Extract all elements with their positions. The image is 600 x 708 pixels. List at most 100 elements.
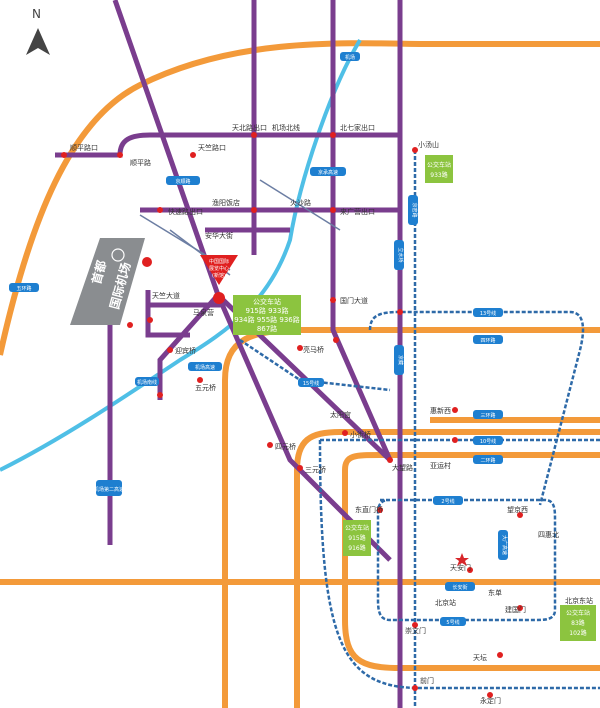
badge-jiche-di2: 机场第二高速 — [94, 486, 124, 493]
line-13 — [368, 310, 585, 506]
label-maquanying: 马泉营 — [193, 308, 214, 317]
badge-jing-shun: 京顺路 — [175, 178, 190, 185]
bus3-line2: 916路 — [348, 544, 365, 552]
badge-jing-zang: 京藏 — [397, 355, 404, 365]
label-yongdingmen: 永定门 — [480, 696, 501, 705]
badge-airport-right: 机场 — [345, 54, 355, 61]
airport-terminal-dot — [142, 257, 152, 267]
vertical-expressway-mid — [330, 0, 393, 462]
north-letter: N — [32, 7, 41, 21]
river — [0, 38, 362, 472]
label-jianguomen: 建国门 — [505, 605, 526, 614]
label-jichangbei: 机场北线 — [272, 123, 300, 132]
label-qianmen: 前门 — [420, 676, 434, 685]
jichang-north-line — [55, 132, 400, 158]
bus3-title: 公交车站 — [345, 524, 369, 532]
center-line3: (新馆) — [212, 272, 226, 279]
center-line1: 中国国际 — [209, 258, 229, 265]
label-dongzhimen: 东直门桥 — [355, 505, 383, 514]
badge-line10: 10号线 — [480, 438, 496, 445]
label-guowei: 国门大道 — [340, 296, 368, 305]
badge-jichang-gaosu: 机场高速 — [195, 364, 215, 371]
label-shunping: 顺平路口 — [70, 143, 98, 152]
label-xiaotang: 小汤山 — [418, 140, 439, 149]
label-taiyang: 太阳宫 — [330, 410, 351, 419]
connector-2 — [145, 290, 190, 338]
badge-da-guang: 大广高速 — [501, 535, 508, 555]
label-yayuncun: 亚运村 — [430, 461, 451, 470]
place-labels: 顺平路口 顺平路 天北路出口 机场北线 北七家出口 天竺路口 小汤山 快速路出口… — [70, 123, 593, 705]
badge-jichang-nanxian: 机场南线 — [137, 379, 157, 386]
airport-line1: 首都 — [88, 259, 109, 286]
bus3-line1: 915路 — [348, 534, 365, 542]
label-wuyuan: 五元桥 — [195, 383, 216, 392]
label-siyuan: 四元桥 — [275, 442, 296, 451]
tiananmen-star-icon — [455, 553, 469, 566]
road-diag-2 — [259, 179, 341, 231]
label-sihuibei: 四惠北 — [538, 530, 559, 539]
bus-box-3: 公交车站 915路 916路 — [343, 520, 371, 556]
label-tiantan: 天坛 — [473, 653, 487, 662]
label-tiananmen: 天安门 — [450, 563, 471, 572]
label-beijingzhan: 北京站 — [435, 598, 456, 607]
label-anhua: 安华大街 — [205, 231, 233, 240]
bus2-line1: 933路 — [430, 171, 447, 179]
north-arrow: N — [26, 7, 50, 55]
badge-line2: 2号线 — [441, 498, 454, 505]
badge-wu-huan: 五环路 — [16, 285, 31, 292]
label-tianzhu: 天竺路口 — [198, 143, 226, 152]
label-wangjing: 望京西 — [507, 505, 528, 514]
bus1-line2: 934路 955路 936路 — [234, 315, 300, 324]
label-liangma: 亮马桥 — [303, 345, 324, 354]
label-tianxiang: 天竺大道 — [152, 291, 180, 300]
bus-box-2: 公交车站 933路 — [425, 155, 453, 183]
badge-li-shui: 立水桥 — [397, 247, 404, 262]
label-sanyuan: 三元桥 — [305, 465, 326, 474]
label-shunping2: 顺平路 — [130, 158, 151, 167]
badge-er-huan: 二环路 — [480, 457, 495, 464]
label-beiqi: 北七家出口 — [340, 123, 375, 132]
label-kuaisu: 快速路出口 — [168, 207, 203, 216]
badge-jing-cheng: 京承高速 — [318, 169, 338, 176]
bus1-title: 公交车站 — [253, 297, 281, 306]
bus4-line1: 83路 — [571, 619, 585, 627]
airport-shape — [70, 238, 145, 325]
ring-road-left — [222, 327, 600, 708]
badge-line5: 5号线 — [446, 619, 459, 626]
label-beijingdong: 北京东站 — [565, 596, 593, 605]
line-big-ring — [318, 439, 600, 690]
label-dongdan: 东单 — [488, 588, 502, 597]
badge-line1: 长安街 — [452, 584, 467, 591]
badge-san-huan: 三环路 — [480, 412, 495, 419]
label-chongwenmen: 崇文门 — [405, 626, 426, 635]
bus4-line2: 102路 — [569, 629, 586, 637]
center-pin — [200, 255, 238, 285]
center-line2: 展览中心 — [209, 265, 229, 272]
label-huixin: 惠新西 — [430, 406, 451, 415]
airport-block: 首都 国际机场 — [70, 238, 152, 325]
label-xiaojie: 小街桥 — [350, 430, 371, 439]
airport-plane-icon — [111, 248, 125, 262]
north-arrow-icon — [26, 28, 50, 55]
label-dawang: 大望路 — [392, 463, 413, 472]
route-badges: 机场 京承高速 京顺路 五环路 机场高速 机场南线 15号线 13号线 四环路 … — [9, 52, 508, 626]
bus4-title: 公交车站 — [566, 609, 590, 617]
label-laiguang: 来广营出口 — [340, 207, 375, 216]
badge-si-huan: 四环路 — [480, 337, 495, 344]
label-yingbin: 迎宾桥 — [175, 346, 196, 355]
bus-box-1: 公交车站 915路 933路 934路 955路 936路 867路 — [233, 295, 301, 335]
bus1-line3: 867路 — [257, 324, 277, 333]
badge-jing-mi: 京密路 — [411, 202, 418, 217]
diagonal-sw — [157, 293, 220, 400]
badge-line15: 15号线 — [303, 380, 319, 387]
outer-ring-road — [0, 40, 600, 356]
station-dots — [61, 132, 523, 698]
bus2-title: 公交车站 — [427, 161, 451, 169]
badge-line13: 13号线 — [480, 310, 496, 317]
center-dot — [213, 292, 225, 304]
line-2-ring — [376, 498, 557, 622]
label-yuyang: 渔阳饭店 — [212, 198, 240, 207]
exhibition-center-marker[interactable]: 中国国际 展览中心 (新馆) — [200, 255, 238, 304]
